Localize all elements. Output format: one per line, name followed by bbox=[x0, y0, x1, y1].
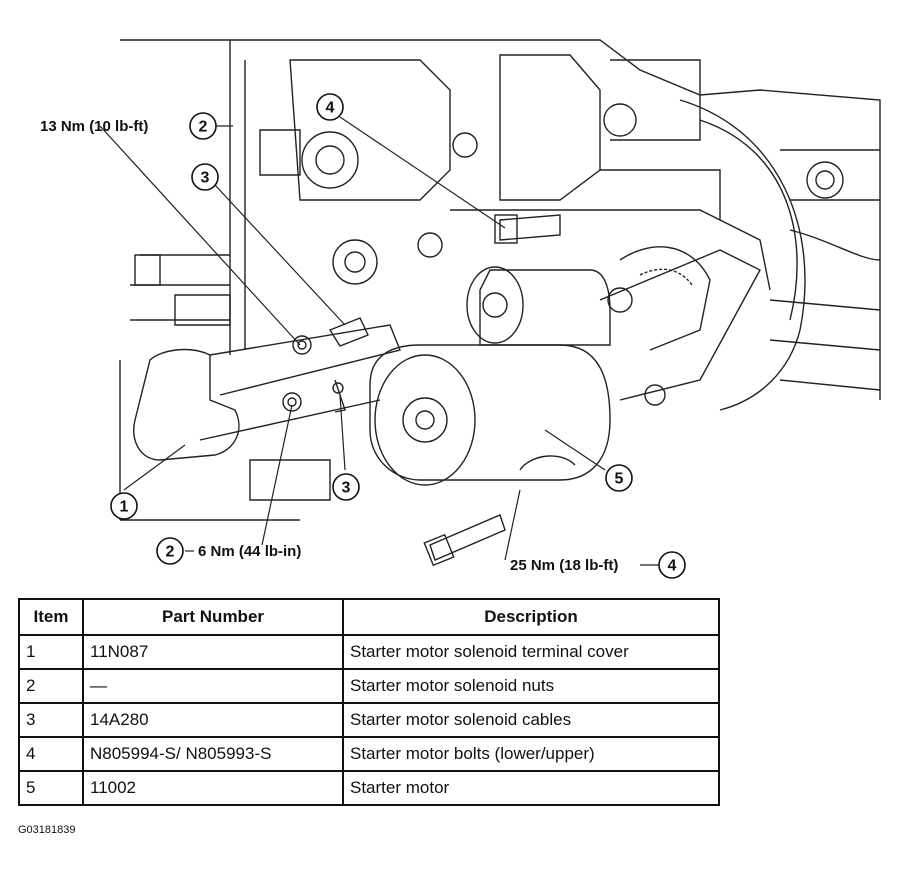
callout-bubble-1 bbox=[110, 492, 138, 520]
torque-label-bolts: 25 Nm (18 lb-ft) bbox=[510, 557, 618, 574]
callout-bubble-2-lower bbox=[156, 537, 184, 565]
cell-part-number: 14A280 bbox=[82, 702, 344, 738]
callout-number-5: 5 bbox=[615, 471, 624, 488]
table-row: 5 11002 Starter motor bbox=[18, 770, 720, 806]
cell-description: Starter motor bolts (lower/upper) bbox=[342, 736, 720, 772]
table-header-row: Item Part Number Description bbox=[18, 598, 720, 636]
column-header-description: Description bbox=[342, 598, 720, 636]
cell-description: Starter motor bbox=[342, 770, 720, 806]
cell-item: 4 bbox=[18, 736, 84, 772]
table-row: 1 11N087 Starter motor solenoid terminal… bbox=[18, 634, 720, 670]
callout-bubbles bbox=[110, 93, 686, 579]
cell-description: Starter motor solenoid terminal cover bbox=[342, 634, 720, 670]
callout-number-2-lower: 2 bbox=[166, 544, 175, 561]
table-row: 4 N805994-S/ N805993-S Starter motor bol… bbox=[18, 736, 720, 772]
callout-bubble-4-upper bbox=[316, 93, 344, 121]
parts-table: Item Part Number Description 1 11N087 St… bbox=[18, 598, 720, 806]
callout-bubble-3-upper bbox=[191, 163, 219, 191]
cell-description: Starter motor solenoid cables bbox=[342, 702, 720, 738]
callout-number-3-upper: 3 bbox=[201, 170, 210, 187]
cell-part-number: — bbox=[82, 668, 344, 704]
callout-number-2-upper: 2 bbox=[199, 119, 208, 136]
callout-number-3-lower: 3 bbox=[342, 480, 351, 497]
callout-number-1: 1 bbox=[120, 499, 129, 516]
callout-bubble-4-lower bbox=[658, 551, 686, 579]
cell-item: 1 bbox=[18, 634, 84, 670]
cell-part-number: 11N087 bbox=[82, 634, 344, 670]
fasteners-drawing bbox=[282, 214, 561, 567]
flywheel-drawing bbox=[619, 99, 806, 411]
starter-motor-drawing bbox=[369, 249, 761, 486]
table-row: 3 14A280 Starter motor solenoid cables bbox=[18, 702, 720, 738]
torque-label-upper-nuts: 13 Nm (10 lb-ft) bbox=[40, 118, 148, 135]
callout-number-4-upper: 4 bbox=[326, 100, 335, 117]
column-header-part-number: Part Number bbox=[82, 598, 344, 636]
callout-bubble-3-lower bbox=[332, 473, 360, 501]
cell-description: Starter motor solenoid nuts bbox=[342, 668, 720, 704]
figure-id: G03181839 bbox=[18, 824, 76, 836]
callout-bubble-5 bbox=[605, 464, 633, 492]
callout-numbers: 2 3 4 1 2 3 5 4 bbox=[120, 100, 677, 575]
column-header-item: Item bbox=[18, 598, 84, 636]
leader-lines bbox=[99, 116, 660, 566]
cell-item: 3 bbox=[18, 702, 84, 738]
cell-item: 5 bbox=[18, 770, 84, 806]
engine-block-drawing bbox=[119, 39, 881, 521]
callout-bubble-2-upper bbox=[189, 112, 217, 140]
table-row: 2 — Starter motor solenoid nuts bbox=[18, 668, 720, 704]
callout-number-4-lower: 4 bbox=[668, 558, 677, 575]
cell-part-number: N805994-S/ N805993-S bbox=[82, 736, 344, 772]
torque-label-lower-nuts: 6 Nm (44 lb-in) bbox=[198, 543, 301, 560]
starter-motor-illustration: 2 3 4 1 2 3 5 4 13 Nm (10 lb-ft) 6 Nm (4… bbox=[40, 39, 881, 579]
solenoid-cover-drawing bbox=[133, 324, 401, 461]
cell-part-number: 11002 bbox=[82, 770, 344, 806]
cell-item: 2 bbox=[18, 668, 84, 704]
